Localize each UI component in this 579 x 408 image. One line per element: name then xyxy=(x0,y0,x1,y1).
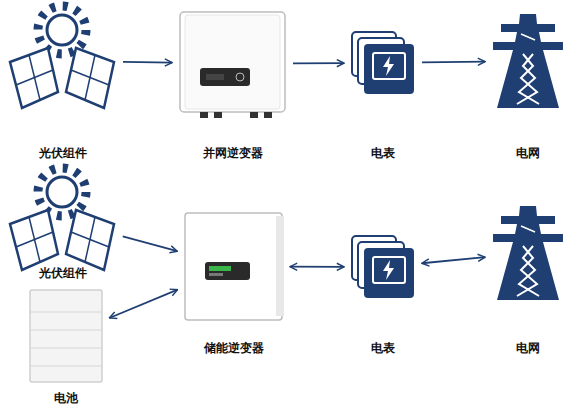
storage-inverter-node: 储能逆变器 xyxy=(185,213,282,320)
battery-node: 电池 xyxy=(30,290,102,382)
meter-node: 电表 xyxy=(352,236,414,298)
node-label: 光伏组件 xyxy=(0,265,155,282)
meter-node: 电表 xyxy=(352,32,414,94)
node-label: 并网逆变器 xyxy=(140,145,325,162)
grid-tower-node: 电网 xyxy=(493,14,563,108)
flow-arrow xyxy=(123,61,172,64)
flow-arrow xyxy=(293,62,344,64)
flow-arrow xyxy=(422,61,485,64)
grid-tower-node: 电网 xyxy=(493,206,563,300)
node-label: 储能逆变器 xyxy=(145,340,322,357)
flow-arrow xyxy=(422,257,485,263)
flow-arrow xyxy=(123,236,178,251)
node-label: 光伏组件 xyxy=(0,145,155,162)
node-label: 电网 xyxy=(453,145,579,162)
node-label: 电表 xyxy=(312,340,454,357)
solar-panel-node: 光伏组件 xyxy=(10,12,115,110)
flow-arrow xyxy=(290,266,344,268)
solar-panel-node: 光伏组件 xyxy=(10,168,115,272)
node-label: 电池 xyxy=(0,390,142,407)
grid-inverter-node: 并网逆变器 xyxy=(180,12,285,115)
flow-arrow xyxy=(109,290,177,318)
node-label: 电网 xyxy=(453,340,579,357)
node-label: 电表 xyxy=(312,145,454,162)
